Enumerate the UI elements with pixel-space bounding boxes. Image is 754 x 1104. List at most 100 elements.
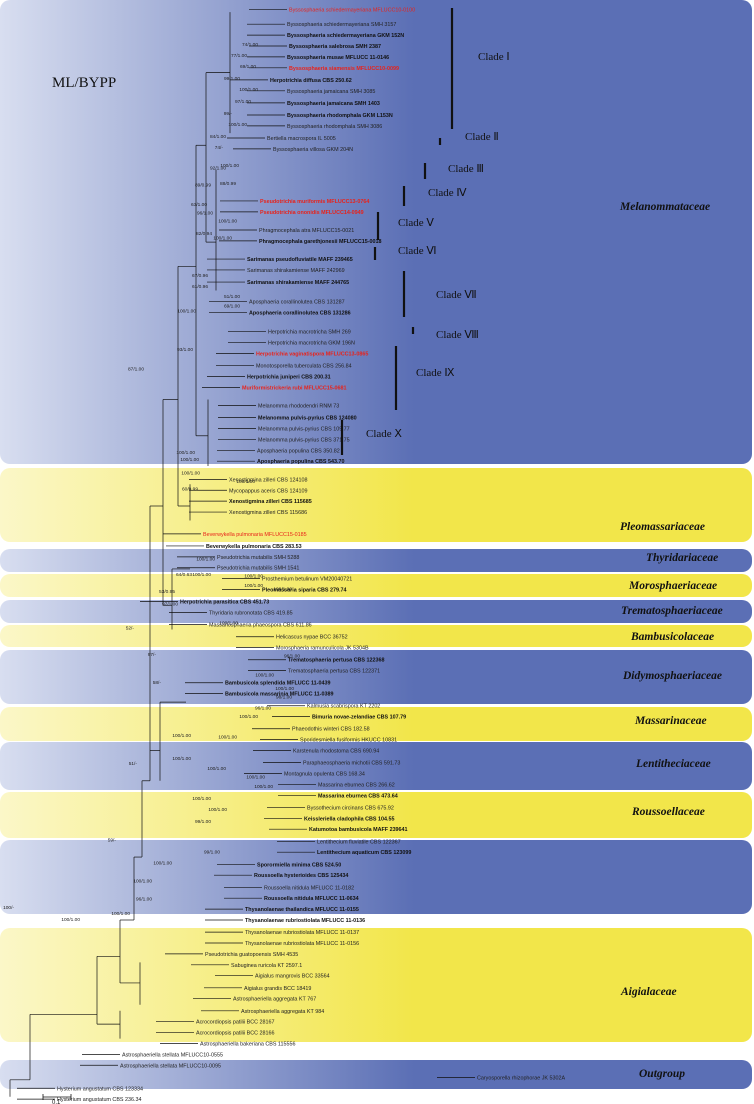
- taxon-label: Roussoella nitidula MFLUCC 11-0182: [264, 885, 354, 891]
- support-value: 96/1.00: [197, 210, 213, 216]
- support-value: 100/-: [3, 905, 14, 911]
- support-value: 52/-: [126, 625, 135, 631]
- clade-label: Clade Ⅰ: [478, 51, 510, 63]
- taxon-label: Aigialus grandis BCC 18419: [244, 986, 311, 992]
- taxon-label: Astrosphaeriella aggregata KT 984: [241, 1009, 324, 1015]
- support-value: 87/1.00: [128, 366, 144, 372]
- support-value: 58/-: [153, 680, 162, 686]
- support-value: 61/0.96: [192, 284, 208, 290]
- support-value: 69/1.00: [224, 303, 240, 309]
- taxon-label: Byssosphaeria villosa GKM 204N: [273, 147, 353, 153]
- support-value: 100/1.00: [177, 308, 196, 314]
- taxon-label: Bertiella macrospora IL 5005: [267, 136, 336, 142]
- taxon-label: Herpotrichia macrotricha SMH 269: [268, 330, 351, 336]
- taxon-label: Herpotrichia juniperi CBS 200.31: [247, 374, 331, 380]
- taxon-label: Thysanolaenae rubriostiolata MFLUCC 11-0…: [245, 918, 365, 924]
- taxon-label: Roussoella nitidula MFLUCC 11-0634: [264, 896, 359, 902]
- support-value: 100/1.00: [172, 733, 191, 739]
- clade-label: Clade Ⅳ: [428, 187, 467, 199]
- analysis-title: ML/BYPP: [52, 75, 116, 91]
- taxon-label: Helicascus nypae BCC 36752: [276, 635, 348, 641]
- taxon-label: Herpotrichia macrotricha GKM 196N: [268, 341, 355, 347]
- taxon-label: Roussoella hysterioides CBS 125434: [254, 873, 348, 879]
- support-value: 100/1.00: [180, 457, 199, 463]
- taxon-label: Melanomma pulvis-pyrius CBS 124080: [258, 416, 357, 422]
- taxon-label: Byssosphaeria musae MFLUCC 11-0146: [287, 55, 389, 61]
- taxon-label: Bimuria novae-zelandiae CBS 107.79: [312, 715, 406, 721]
- support-value: 64/0.63: [176, 572, 192, 578]
- support-value: 100/1.00: [218, 734, 237, 740]
- support-value: 98/1.00: [276, 694, 292, 700]
- support-value: 100/1.00: [239, 714, 258, 720]
- support-value: 100/1.00: [192, 572, 211, 578]
- taxon-label: Aposphaeria corallinolutea CBS 131286: [249, 310, 351, 316]
- support-value: 100/1.00: [220, 163, 239, 169]
- support-value: 100/1.00: [246, 774, 265, 780]
- family-label: Outgroup: [639, 1068, 685, 1080]
- support-value: 59/-: [108, 837, 117, 843]
- clade-label: Clade Ⅴ: [398, 217, 434, 229]
- support-value: 77/1.00: [231, 53, 247, 59]
- family-band-melanommataceae: [0, 0, 752, 464]
- taxon-label: Xenostigmina zilleri CBS 115686: [229, 510, 307, 516]
- taxon-label: Sporidesmiella fusiformis HKUCC 10831: [300, 738, 397, 744]
- taxon-label: Lentithecium fluviatile CBS 122367: [317, 839, 401, 845]
- taxon-label: Byssosphaeria jamaicana SMH 1403: [287, 101, 380, 107]
- taxon-label: Morosphaeria ramunculicola JK 5304B: [276, 646, 369, 652]
- support-value: 100/1.00: [111, 911, 130, 917]
- support-value: 74/-: [215, 145, 224, 151]
- support-value: 99/1.00: [204, 849, 220, 855]
- family-label: Aigialaceae: [620, 986, 677, 998]
- support-value: 100/1.00: [176, 450, 195, 456]
- clade-label: Clade Ⅶ: [436, 289, 477, 301]
- support-value: 100/1.00: [244, 573, 263, 579]
- taxon-label: Aigialus mangrovis BCC 33564: [255, 974, 330, 980]
- family-band-trematosphaeriaceae: [0, 600, 752, 623]
- clade-label: Clade Ⅸ: [416, 367, 455, 379]
- taxon-label: Bambusicola massarinia MFLUCC 11-0389: [225, 692, 333, 698]
- taxon-label: Thysanolaenae rubriostiolata MFLUCC 11-0…: [245, 941, 359, 947]
- support-value: 100/1.00: [254, 784, 273, 790]
- taxon-label: Massariosphaeria phaeospora CBS 611.86: [209, 623, 312, 629]
- taxon-label: Thysanolaenae rubriostiolata MFLUCC 11-0…: [245, 930, 359, 936]
- family-band-thyridariaceae: [0, 549, 752, 572]
- taxon-label: Katumotoa bambusicola MAFF 239641: [309, 827, 408, 833]
- taxon-label: Trematosphaeria pertusa CBS 122371: [288, 669, 380, 675]
- taxon-label: Bambusicola splendida MFLUCC 11-0439: [225, 681, 330, 687]
- taxon-label: Acrocordiopsis patilii BCC 28167: [196, 1020, 275, 1026]
- support-value: 100/1.00: [172, 756, 191, 762]
- taxon-label: Montagnula opulenta CBS 168.34: [284, 772, 365, 778]
- taxon-label: Trematosphaeria pertusa CBS 122368: [288, 658, 384, 664]
- taxon-label: Pseudotrichia mutabilis SMH 5288: [217, 555, 299, 561]
- taxon-label: Pseudotrichia mutabilis SMH 1541: [217, 566, 299, 572]
- taxon-label: Astrosphaeriella aggregata KT 767: [233, 997, 316, 1003]
- support-value: 100/1.00: [153, 860, 172, 866]
- support-value: 97/1.00: [162, 601, 178, 607]
- family-label: Pleomassariaceae: [620, 521, 705, 533]
- taxon-label: Sarimanas pseudofluviatile MAFF 239465: [247, 257, 353, 263]
- clade-label: Clade Ⅲ: [448, 163, 484, 175]
- taxon-label: Kalmusia scabrispora KT 2202: [307, 704, 380, 710]
- support-value: 100/1.00: [273, 587, 292, 593]
- taxon-label: Herpotrichia vaginatispora MFLUCC13-0865: [256, 351, 368, 357]
- support-value: 92/1.00: [210, 165, 226, 171]
- taxon-label: Pseudotrichia ononidis MFLUCC14-0949: [260, 210, 364, 216]
- support-value: 53/0.95: [159, 589, 175, 595]
- taxon-label: Pseudotrichia muriformis MFLUCC13-0764: [260, 199, 369, 205]
- taxon-label: Byssosphaeria jamaicana SMH 3085: [287, 89, 375, 95]
- taxon-label: Prosthemium betulinum VM20040721: [262, 577, 352, 583]
- support-value: 100/1.00: [207, 766, 226, 772]
- taxon-label: Aposphaeria corallinolutea CBS 131287: [249, 299, 345, 305]
- taxon-label: Mycopappus aceris CBS 124109: [229, 488, 308, 494]
- taxon-label: Keissleriella cladophila CBS 104.55: [304, 816, 395, 822]
- family-band-pleomassariaceae: [0, 468, 752, 542]
- taxon-label: Sporormiella minima CBS 524.50: [257, 862, 341, 868]
- taxon-label: Melanomma pulvis-pyrius CBS 109.77: [258, 427, 350, 433]
- taxon-label: Astrosphaeriella stellata MFLUCC10-0555: [122, 1052, 223, 1058]
- support-value: 100/1.00: [213, 236, 232, 242]
- support-value: 100/1.00: [208, 807, 227, 813]
- support-value: 97/1.00: [235, 99, 251, 105]
- support-value: 100/1.00: [236, 479, 255, 485]
- taxon-label: Acrocordiopsis patilii BCC 28166: [196, 1031, 275, 1037]
